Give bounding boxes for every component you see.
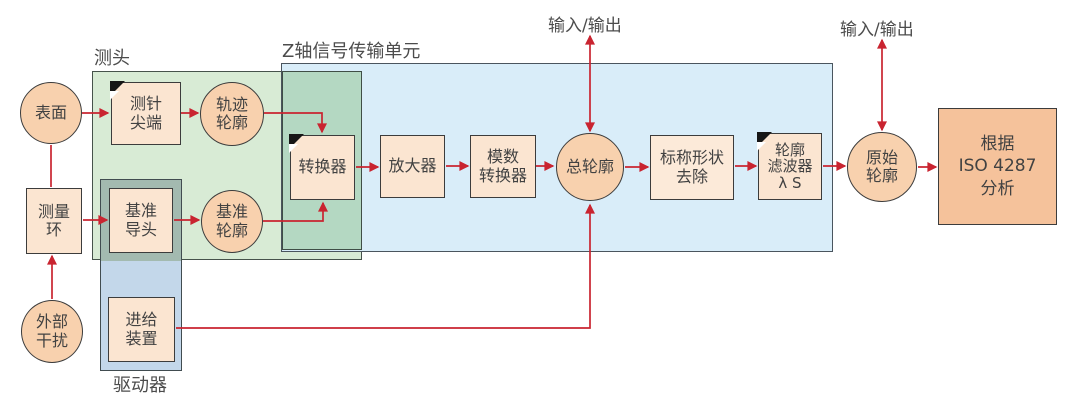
node-profile-filter: 轮廓 滤波器 λ S: [757, 132, 822, 200]
arrow-datumprofile-to-transducer: [263, 201, 328, 222]
arrow-feed-to-totalprofile: [176, 203, 595, 329]
node-primary-profile: 原始 轮廓: [847, 132, 917, 202]
node-feed-device: 进给 装置: [108, 297, 175, 362]
arrow-trace-to-transducer: [264, 112, 327, 134]
drive-unit-label: 驱动器: [113, 375, 167, 396]
node-surface: 表面: [20, 82, 82, 144]
node-amplifier: 放大器: [380, 135, 445, 198]
z-signal-unit-label: Z轴信号传输单元: [282, 41, 421, 62]
node-total-profile: 总轮廓: [556, 133, 624, 201]
probe-group-label: 测头: [94, 48, 130, 69]
node-datum-guide: 基准 导头: [109, 188, 173, 253]
node-nominal-form-removal: 标称形状 去除: [650, 135, 734, 200]
node-external-disturbance: 外部 干扰: [21, 300, 83, 363]
node-measuring-loop: 测量 环: [26, 188, 82, 254]
node-iso-analysis: 根据 ISO 4287 分析: [938, 108, 1057, 225]
node-transducer: 转换器: [289, 134, 355, 200]
node-ad-converter: 模数 转换器: [470, 135, 536, 198]
io-label-left: 输入/输出: [548, 16, 622, 36]
node-stylus-tip: 测针 尖端: [110, 81, 181, 145]
node-trace-profile: 轨迹 轮廓: [200, 82, 264, 146]
node-datum-profile: 基准 轮廓: [201, 190, 263, 253]
io-label-right: 输入/输出: [840, 20, 914, 40]
